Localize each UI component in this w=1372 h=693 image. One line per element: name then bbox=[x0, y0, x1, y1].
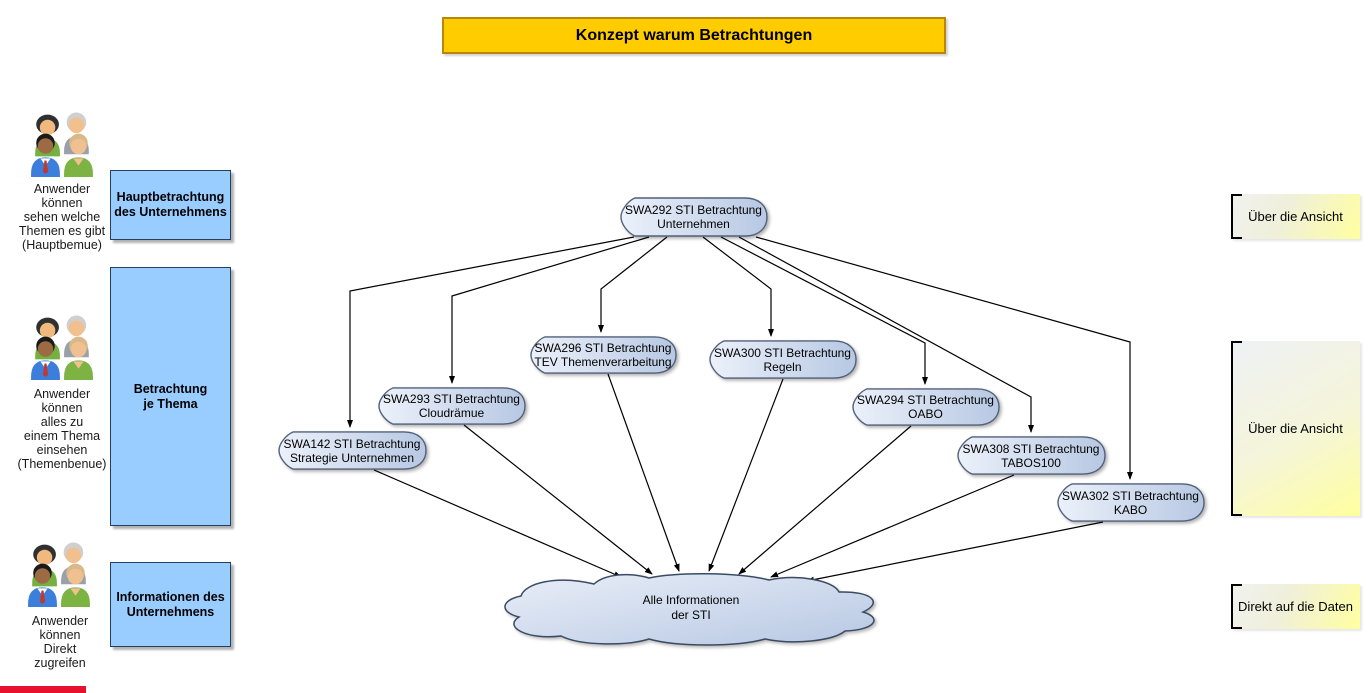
cloud-label: Alle Informationen der STI bbox=[642, 593, 740, 622]
arrow-swa294-cloud bbox=[738, 425, 912, 575]
cloud-shape bbox=[504, 573, 875, 646]
arrow-swa293-cloud bbox=[463, 424, 653, 575]
node-swa302: SWA302 STI Betrachtung KABO bbox=[1056, 483, 1205, 522]
node-line2: TABOS100 bbox=[1001, 455, 1061, 470]
node-label: SWA296 STI Betrachtung TEV Themenverarbe… bbox=[529, 336, 677, 374]
arrow-swa292-swa294 bbox=[720, 236, 928, 385]
node-line1: SWA294 STI Betrachtung bbox=[857, 393, 994, 407]
user-front-left bbox=[31, 336, 60, 380]
node-label: SWA294 STI Betrachtung OABO bbox=[851, 388, 1000, 426]
tag-ueber-die-ansicht-top: Über die Ansicht bbox=[1231, 194, 1360, 239]
node-swa142: SWA142 STI Betrachtung Strategie Unterne… bbox=[277, 431, 427, 470]
box-betrachtung-je-thema: Betrachtung je Thema bbox=[110, 267, 231, 526]
node-line2: KABO bbox=[1113, 502, 1148, 517]
node-label: SWA308 STI Betrachtung TABOS100 bbox=[956, 436, 1106, 475]
display-shape bbox=[378, 387, 526, 425]
to-cloud-arrows bbox=[373, 373, 1104, 583]
caption-direkt: Anwender können Direkt zugreifen bbox=[31, 614, 89, 670]
caption-hauptbemue: Anwender können sehen welche Themen es g… bbox=[18, 182, 106, 252]
display-shape bbox=[530, 336, 677, 374]
box-informationen: Informationen des Unternehmens bbox=[110, 562, 231, 647]
display-shape bbox=[957, 436, 1106, 475]
node-line2: Cloudrämue bbox=[418, 406, 485, 420]
users-icon bbox=[31, 112, 93, 177]
display-shape bbox=[620, 197, 768, 237]
fanout-arrows bbox=[347, 236, 1133, 480]
node-swa294: SWA294 STI Betrachtung OABO bbox=[851, 388, 1000, 426]
user-front-left bbox=[28, 563, 57, 607]
node-line2: TEV Themenverarbeitung bbox=[534, 355, 672, 369]
node-swa292: SWA292 STI Betrachtung Unternehmen bbox=[619, 197, 768, 237]
node-swa300: SWA300 STI Betrachtung Regeln bbox=[708, 340, 857, 379]
user-front-left bbox=[31, 133, 60, 177]
arrow-swa300-cloud bbox=[708, 378, 784, 572]
arrow-swa292-swa300 bbox=[702, 236, 774, 337]
arrow-swa292-swa296 bbox=[598, 236, 668, 333]
node-swa308: SWA308 STI Betrachtung TABOS100 bbox=[956, 436, 1106, 475]
node-line1: SWA142 STI Betrachtung bbox=[283, 436, 421, 451]
node-label: SWA293 STI Betrachtung Cloudrämue bbox=[377, 387, 526, 425]
users-icon bbox=[28, 542, 90, 607]
cloud-alle-informationen: Alle Informationen der STI bbox=[497, 570, 885, 646]
node-line2: Unternehmen bbox=[657, 217, 730, 231]
caption-themenbenue: Anwender können alles zu einem Thema ein… bbox=[17, 387, 107, 471]
node-line2: OABO bbox=[908, 407, 943, 421]
display-shape bbox=[278, 431, 427, 470]
node-label: SWA142 STI Betrachtung Strategie Unterne… bbox=[277, 431, 427, 470]
node-line1: SWA292 STI Betrachtung bbox=[625, 203, 762, 217]
node-label: SWA302 STI Betrachtung KABO bbox=[1056, 483, 1205, 522]
node-line2: Strategie Unternehmen bbox=[289, 450, 415, 465]
node-line1: SWA302 STI Betrachtung bbox=[1062, 488, 1199, 503]
display-shape bbox=[852, 388, 1000, 426]
tag-direkt-auf-die-daten: Direkt auf die Daten bbox=[1231, 584, 1360, 629]
arrow-swa142-cloud bbox=[373, 469, 622, 578]
node-line1: SWA296 STI Betrachtung bbox=[534, 341, 672, 355]
node-swa293: SWA293 STI Betrachtung Cloudrämue bbox=[377, 387, 526, 425]
display-shape bbox=[1057, 483, 1205, 522]
display-shape bbox=[709, 340, 857, 379]
node-swa296: SWA296 STI Betrachtung TEV Themenverarbe… bbox=[529, 336, 677, 374]
user-front-right bbox=[64, 336, 93, 380]
node-label: SWA300 STI Betrachtung Regeln bbox=[708, 340, 857, 379]
user-front-right bbox=[61, 563, 90, 607]
red-marker-bar bbox=[0, 686, 86, 693]
box-hauptbetrachtung: Hauptbetrachtung des Unternehmens bbox=[110, 170, 231, 240]
tag-ueber-die-ansicht-middle: Über die Ansicht bbox=[1231, 341, 1360, 516]
arrow-swa292-swa293 bbox=[449, 236, 650, 384]
arrow-swa292-swa302 bbox=[755, 236, 1133, 480]
arrow-swa292-swa142 bbox=[347, 236, 635, 428]
users-icon bbox=[31, 315, 93, 380]
diagram-title: Konzept warum Betrachtungen bbox=[442, 17, 946, 54]
arrow-swa302-cloud bbox=[806, 521, 1104, 583]
user-front-right bbox=[64, 133, 93, 177]
arrow-swa308-cloud bbox=[770, 474, 1015, 578]
arrow-swa296-cloud bbox=[607, 373, 680, 572]
node-label: SWA292 STI Betrachtung Unternehmen bbox=[619, 197, 768, 237]
node-line1: SWA308 STI Betrachtung bbox=[962, 441, 1100, 456]
node-line1: SWA293 STI Betrachtung bbox=[383, 392, 520, 406]
node-line2: Regeln bbox=[763, 359, 802, 374]
node-line1: SWA300 STI Betrachtung bbox=[714, 345, 851, 360]
arrow-swa292-swa308 bbox=[738, 236, 1034, 433]
